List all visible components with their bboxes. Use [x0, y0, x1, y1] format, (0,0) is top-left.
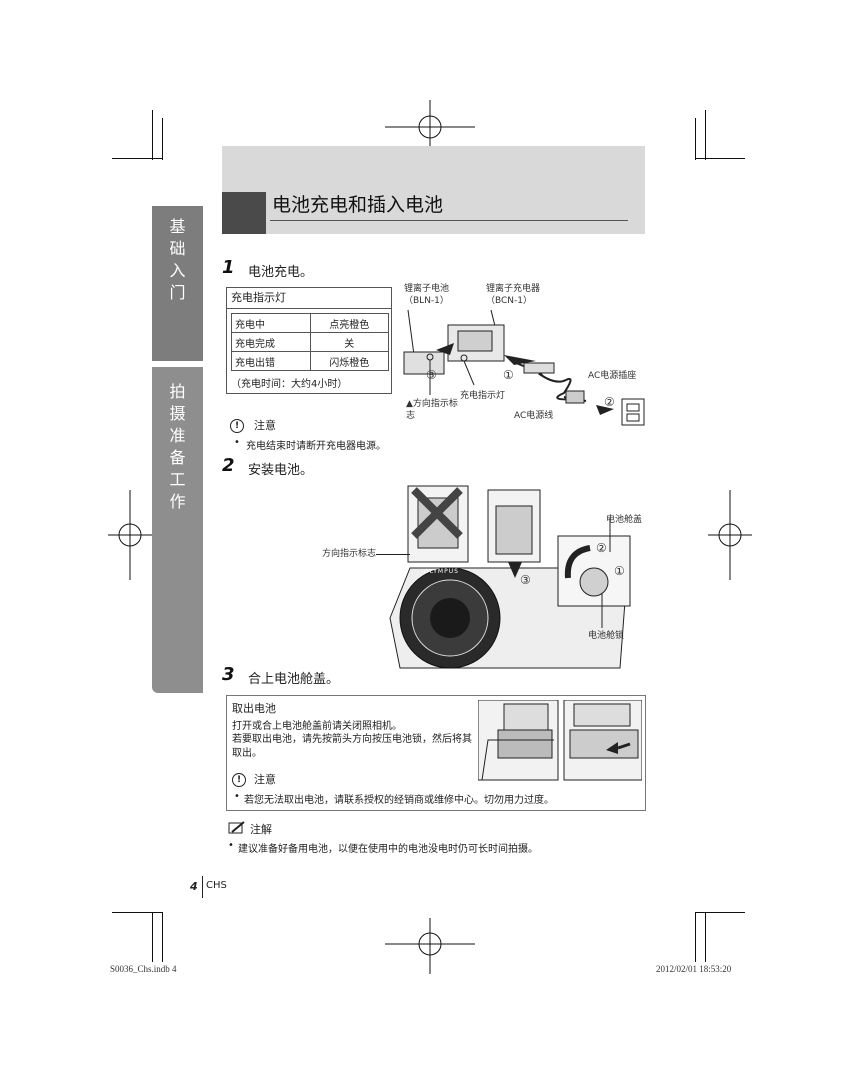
bullet-icon: • — [234, 437, 240, 448]
step-number: 1 — [222, 257, 235, 278]
table-row: 充电完成关 — [231, 332, 389, 352]
tip-title: 注解 — [250, 823, 272, 836]
remove-battery-box — [226, 695, 646, 811]
crop-mark — [152, 912, 153, 962]
direction-label: ▲方向指示标志 — [406, 399, 458, 421]
battery-cover-label: 电池舱盖 — [606, 515, 643, 525]
side-tab-label: 基础入门 — [169, 217, 186, 302]
registration-mark-bottom — [385, 918, 475, 974]
page-title: 电池充电和插入电池 — [272, 194, 444, 216]
side-tab-preparation[interactable]: 拍摄准备工作 — [152, 367, 203, 693]
callout-1: ① — [503, 368, 514, 382]
crop-mark — [705, 110, 706, 160]
table-row: 充电出错闪烁橙色 — [231, 351, 389, 371]
charge-light-label: 充电指示灯 — [460, 391, 506, 401]
step-text: 安装电池。 — [248, 463, 314, 478]
callout-2: ② — [604, 395, 615, 409]
title-rule — [270, 220, 628, 221]
caution-icon: ! — [232, 773, 246, 787]
ac-cord-label: AC电源线 — [514, 411, 554, 421]
crop-mark — [162, 118, 163, 160]
callout-3: ③ — [426, 368, 437, 382]
header-notch — [222, 192, 266, 234]
step-text: 电池充电。 — [248, 265, 314, 280]
table-row: 充电中点亮橙色 — [231, 313, 389, 333]
table-cell: 充电完成 — [231, 332, 311, 352]
box-paragraph: 若要取出电池，请先按箭头方向按压电池锁，然后将其取出。 — [232, 734, 472, 759]
crop-mark — [695, 912, 696, 962]
battery-lock-label: 电池舱锁 — [588, 631, 625, 641]
callout-3: ③ — [520, 573, 531, 587]
box-paragraph: 打开或合上电池舱盖前请关闭照相机。 — [232, 721, 402, 732]
camera-illustration — [389, 485, 631, 669]
leader-line — [376, 554, 410, 555]
tip-text: 建议准备好备用电池，以便在使用中的电池没电时仍可长时间拍摄。 — [238, 844, 538, 855]
step-number: 3 — [222, 664, 235, 685]
registration-mark-right — [708, 490, 752, 580]
step-number: 2 — [222, 455, 235, 476]
crop-mark — [695, 158, 745, 159]
caution-title: 注意 — [254, 419, 276, 432]
language-code: CHS — [206, 880, 227, 891]
table-cell: 充电中 — [231, 313, 311, 333]
page-number: 4 — [190, 880, 198, 893]
callout-2: ② — [596, 541, 607, 555]
table-caption: 充电指示灯 — [227, 288, 391, 309]
callout-1: ① — [614, 564, 625, 578]
box-title: 取出电池 — [232, 702, 276, 715]
caution-title: 注意 — [254, 773, 276, 786]
registration-mark-left — [108, 490, 152, 580]
caution-text: 若您无法取出电池，请联系授权的经销商或维修中心。切勿用力过度。 — [244, 795, 554, 806]
caution-icon: ! — [230, 419, 244, 433]
page-rule — [202, 876, 203, 898]
remove-battery-illustration — [478, 700, 642, 781]
pencil-note-icon — [228, 821, 245, 834]
print-timestamp: 2012/02/01 18:53:20 — [656, 964, 732, 974]
charger-illustration — [403, 309, 645, 426]
step-text: 合上电池舱盖。 — [248, 672, 340, 687]
bullet-icon: • — [228, 840, 234, 851]
header-band — [222, 146, 645, 234]
crop-mark — [695, 118, 696, 160]
file-name: S0036_Chs.indb 4 — [110, 964, 177, 974]
bullet-icon: • — [234, 791, 240, 802]
side-tab-label: 拍摄准备工作 — [169, 382, 186, 511]
direction-label: 方向指示标志 — [322, 549, 377, 559]
crop-mark — [152, 110, 153, 160]
crop-mark — [112, 158, 162, 159]
table-cell: 闪烁橙色 — [309, 351, 389, 371]
caution-text: 充电结束时请断开充电器电源。 — [246, 441, 386, 452]
crop-mark — [112, 912, 162, 913]
table-cell: 充电出错 — [231, 351, 311, 371]
table-cell: 点亮橙色 — [309, 313, 389, 333]
camera-brand: OLYMPUS — [424, 568, 459, 575]
charger-label: 锂离子充电器（BCN-1） — [486, 284, 541, 306]
table-footnote: （充电时间：大约4小时） — [231, 379, 348, 390]
ac-outlet-label: AC电源插座 — [588, 371, 637, 381]
crop-mark — [705, 912, 706, 962]
battery-label: 锂离子电池（BLN-1） — [404, 284, 450, 306]
charge-indicator-table: 充电指示灯 充电中点亮橙色 充电完成关 充电出错闪烁橙色 （充电时间：大约4小时… — [226, 287, 392, 394]
crop-mark — [162, 912, 163, 962]
side-tab-basics[interactable]: 基础入门 — [152, 206, 203, 361]
table-cell: 关 — [309, 332, 389, 352]
crop-mark — [695, 912, 745, 913]
